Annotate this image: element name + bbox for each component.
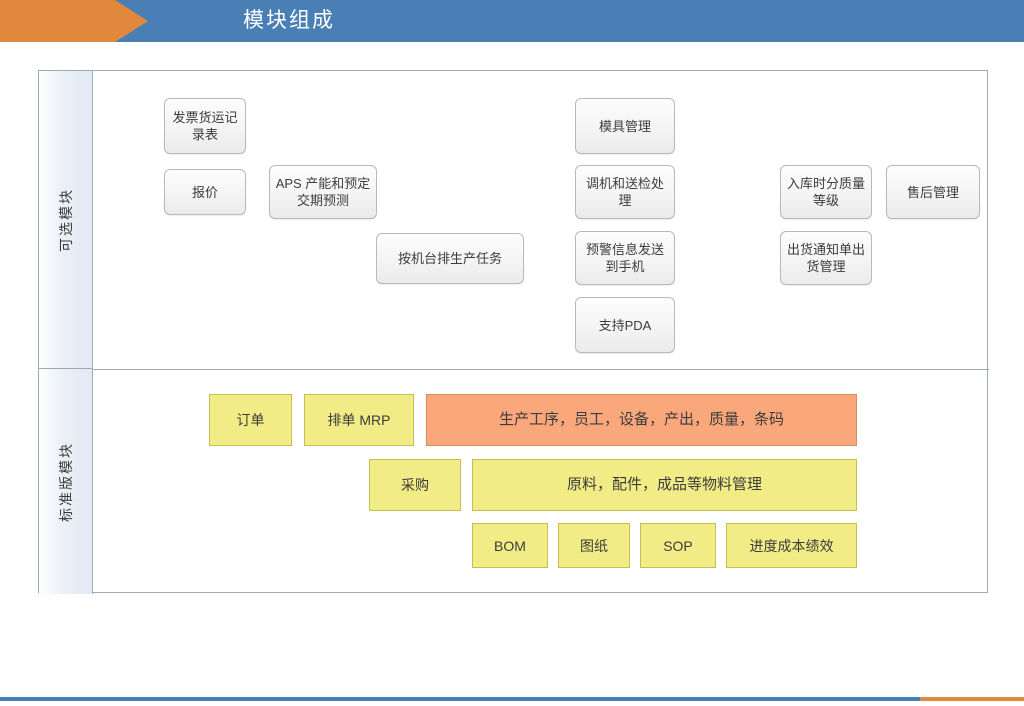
module-composition-diagram: 可选模块 标准版模块 发票货运记录表报价 APS 产能和预定交期预测按机台排生产任…	[38, 70, 989, 594]
optional-module-box[interactable]: 模具管理	[575, 98, 675, 154]
optional-module-box[interactable]: 报价	[164, 169, 246, 215]
optional-module-box[interactable]: 发票货运记录表	[164, 98, 246, 154]
footer-rule-orange	[920, 697, 1024, 701]
optional-module-box[interactable]: 调机和送检处理	[575, 165, 675, 219]
section-label-optional-text: 可选模块	[57, 187, 74, 252]
standard-module-box[interactable]: 生产工序，员工，设备，产出，质量，条码	[426, 394, 857, 446]
standard-module-box[interactable]: 进度成本绩效	[726, 523, 857, 568]
section-label-optional-modules: 可选模块	[39, 71, 93, 369]
standard-module-box[interactable]: 图纸	[558, 523, 630, 568]
header-arrow-icon	[0, 0, 148, 42]
optional-module-box[interactable]: 售后管理	[886, 165, 980, 219]
page-title: 模块组成	[243, 9, 335, 32]
optional-module-box[interactable]: 入库时分质量等级	[780, 165, 872, 219]
standard-module-box[interactable]: 采购	[369, 459, 461, 511]
section-label-standard-text: 标准版模块	[57, 441, 74, 522]
standard-module-box[interactable]: SOP	[640, 523, 716, 568]
optional-module-box[interactable]: 出货通知单出货管理	[780, 231, 872, 285]
footer-rule-blue	[0, 697, 920, 701]
section-label-standard-modules: 标准版模块	[39, 369, 93, 594]
standard-module-box[interactable]: 订单	[209, 394, 292, 446]
optional-module-box[interactable]: APS 产能和预定交期预测	[269, 165, 377, 219]
standard-module-box[interactable]: 排单 MRP	[304, 394, 414, 446]
section-divider	[93, 369, 989, 370]
optional-module-box[interactable]: 按机台排生产任务	[376, 233, 524, 284]
standard-module-box[interactable]: 原料，配件，成品等物料管理	[472, 459, 857, 511]
header-banner: 模块组成	[0, 0, 1024, 42]
standard-module-box[interactable]: BOM	[472, 523, 548, 568]
optional-module-box[interactable]: 支持PDA	[575, 297, 675, 353]
optional-module-box[interactable]: 预警信息发送到手机	[575, 231, 675, 285]
